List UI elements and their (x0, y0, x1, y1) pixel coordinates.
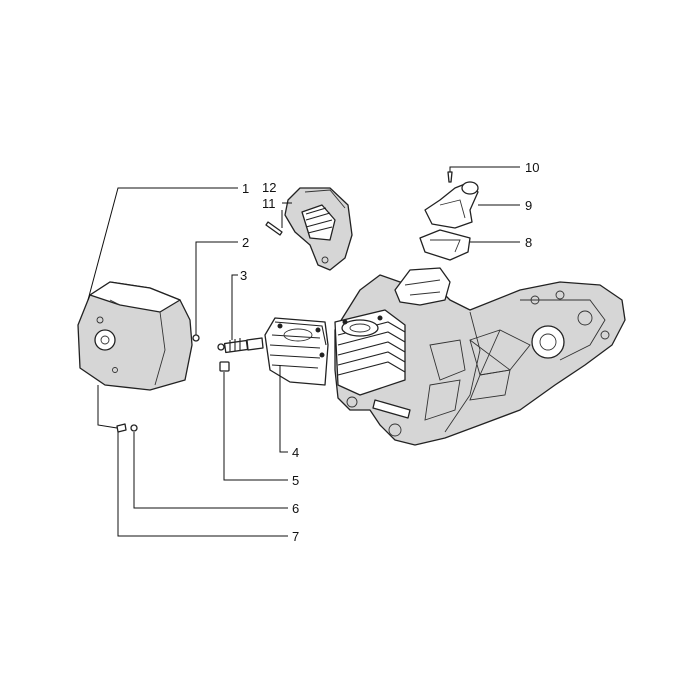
callout-7: 7 (292, 529, 299, 544)
callout-3: 3 (240, 268, 247, 283)
nut-part-5 (219, 361, 230, 372)
callout-2: 2 (242, 235, 249, 250)
screw-part-10 (447, 171, 453, 183)
spark-plug (217, 337, 264, 354)
bolt-part-7 (116, 423, 127, 433)
screw-part-11 (265, 221, 283, 236)
nut-part-2 (192, 334, 200, 342)
callout-9: 9 (525, 198, 532, 213)
leader-lines (87, 166, 520, 537)
callout-1: 1 (242, 181, 249, 196)
cylinder-head (264, 317, 329, 386)
callout-4: 4 (292, 445, 299, 460)
intake-manifold (424, 181, 479, 229)
callout-12: 12 (262, 180, 276, 195)
cylinder (334, 309, 406, 396)
callout-5: 5 (292, 473, 299, 488)
callout-11: 11 (262, 196, 276, 211)
reed-valve (419, 229, 471, 261)
crankcase (334, 267, 626, 446)
cylinder-shroud (77, 281, 193, 391)
callout-10: 10 (525, 160, 539, 175)
fan-cover (284, 187, 353, 271)
washer-part-6 (130, 424, 138, 432)
callout-6: 6 (292, 501, 299, 516)
callout-8: 8 (525, 235, 532, 250)
callout-labels: 1 2 3 4 5 6 7 8 9 10 11 12 (240, 160, 539, 544)
